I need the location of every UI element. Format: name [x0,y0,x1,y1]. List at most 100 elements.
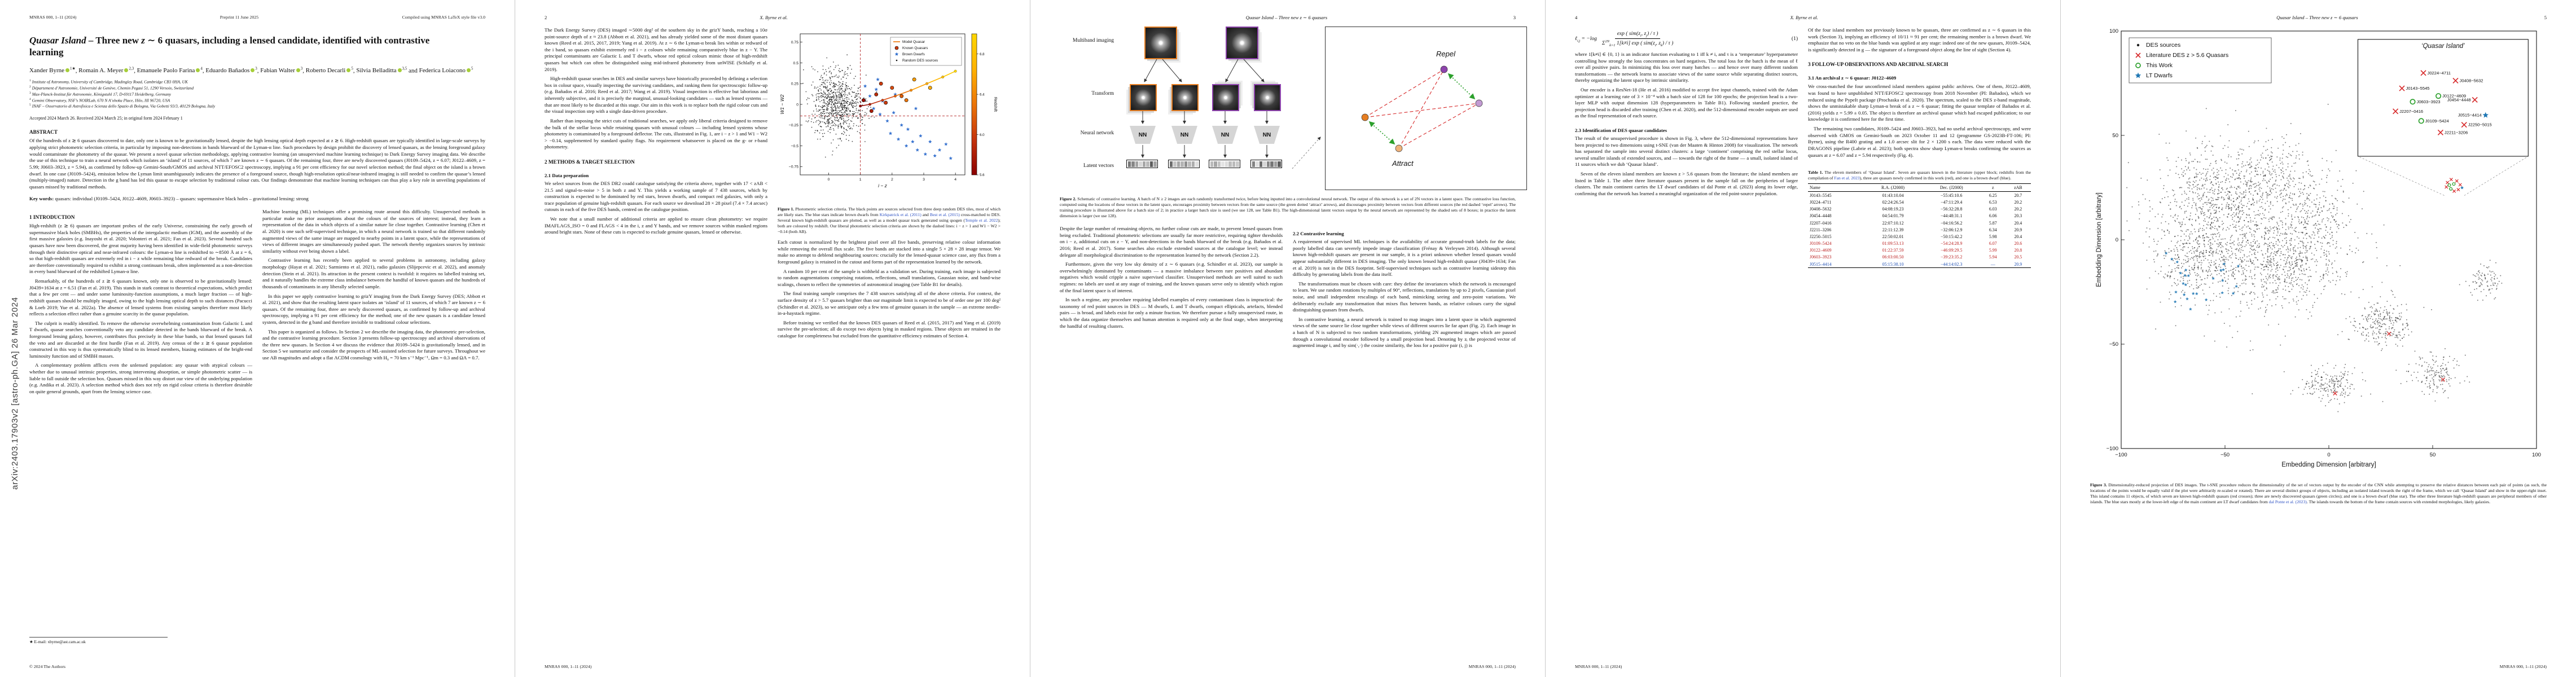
fig2-arrows [1141,59,1321,169]
orcid-icon[interactable] [65,68,70,73]
equation-number: (1) [1791,36,1798,42]
section-2-3-heading: 2.3 Identification of DES quasar candida… [1575,128,1667,134]
svg-text:Known Quasars: Known Quasars [902,46,928,50]
latent-component [1135,161,1138,167]
page-5: Quasar Island – Three new z ∼ 6 quasars … [2061,0,2576,677]
latent-component [1228,161,1232,167]
fig2-label-network: Neural network [1080,130,1114,136]
preprint-date: Preprint 11 June 2025 [220,15,259,20]
cutout-stack [1144,27,1177,59]
svg-text:Random DES sources: Random DES sources [902,59,938,63]
citation-link[interactable]: Kirkpatrick et al. (2011) [879,212,921,218]
running-title: Quasar Island – Three new z ∼ 6 quasars [2276,15,2358,20]
svg-text:0.5: 0.5 [793,61,799,65]
svg-text:−50: −50 [2109,341,2118,348]
svg-text:J2211−3206: J2211−3206 [2444,130,2467,135]
svg-text:This Work: This Work [2146,62,2173,69]
page-3: Quasar Island – Three new z ∼ 6 quasars … [1030,0,1546,677]
latent-vector [1168,160,1200,168]
orcid-icon[interactable] [124,68,129,73]
paragraph: Furthermore, given the very low sky dens… [1060,261,1283,293]
svg-text:i − z: i − z [878,183,888,188]
citation-link[interactable]: dal Ponte et al. (2023) [2268,499,2307,505]
orcid-icon[interactable] [196,68,200,73]
arxiv-stamp[interactable]: arXiv:2403.17903v2 [astro-ph.GA] 26 Mar … [10,297,20,490]
abstract-heading: ABSTRACT [29,129,58,135]
table-1-caption: Table 1. The eleven members of ‘Quasar I… [1808,170,2031,181]
section-3-1-heading: 3.1 An archival z ∼ 6 quasar: J0122–4609 [1808,75,1897,81]
paragraph: Remarkably, of the hundreds of z ≳ 6 qua… [29,278,252,317]
section-2-heading: 2 METHODS & TARGET SELECTION [545,159,635,165]
page-number: 5 [2544,15,2547,20]
citation-link[interactable]: Temple et al. 2022 [964,218,998,223]
paragraph: A random 10 per cent of the sample is wi… [778,268,1000,287]
paragraph: We select sources from the DES DR2 coadd… [545,180,767,213]
compiled-note: Compiled using MNRAS LaTeX style file v3… [402,15,485,20]
svg-text:4: 4 [954,178,956,182]
orcid-icon[interactable] [397,68,402,73]
paragraph: where 1[k≠i] ∈ {0, 1} is an indicator fu… [1575,51,1798,83]
svg-text:0: 0 [828,178,830,182]
fig2-label-transform: Transform [1091,91,1114,96]
svg-text:−0.5: −0.5 [791,144,799,148]
paragraph: We cross-matched the four unconfirmed is… [1808,83,2031,122]
paragraph: The remaining two candidates, J0109–5424… [1808,126,2031,158]
page1-header: MNRAS 000, 1–11 (2024) Preprint 11 June … [29,15,485,20]
paragraph: A requirement of supervised ML technique… [1293,239,1516,278]
orcid-icon[interactable] [251,68,255,73]
paragraph: The transformations must be chosen with … [1293,280,1516,313]
paragraph: Machine learning (ML) techniques offer a… [262,209,485,254]
page4-columns: ℓi,j = −log exp ( sim(zi, zj) / τ ) Σ2Nk… [1575,27,2031,643]
repel-label: Repel [1436,50,1456,58]
svg-text:−50: −50 [2220,452,2229,458]
orcid-icon[interactable] [296,68,300,73]
orcid-icon[interactable] [466,68,471,73]
latent-component [1259,161,1262,167]
email-footnote[interactable]: ★ E-mail: xbyrne@ast.cam.ac.uk [29,637,168,644]
svg-text:0.75: 0.75 [791,41,798,45]
svg-text:DES sources: DES sources [2146,42,2180,49]
orcid-icon[interactable] [346,68,351,73]
page3-col-left: Despite the large number of remaining ob… [1060,226,1283,625]
attract-repel-diagram: Attract Repel [1361,50,1483,168]
svg-text:‘Quasar Island’: ‘Quasar Island’ [2421,43,2465,50]
paragraph: We note that a small number of additiona… [545,216,767,235]
figure-1-caption: Figure 1. Photometric selection criteria… [778,206,1000,235]
svg-text:Literature DES z > 5.6 Quasars: Literature DES z > 5.6 Quasars [2146,52,2228,59]
svg-text:J2250−5015: J2250−5015 [2468,122,2491,128]
latent-component [1191,161,1195,167]
citation-link[interactable]: Fan et al. 2023 [1834,175,1860,181]
latent-component [1221,161,1225,167]
svg-text:Redshift: Redshift [993,97,998,112]
paragraph: Each cutout is normalized by the brighte… [778,239,1000,265]
citation-link[interactable]: Best et al. (2015) [929,212,960,218]
page4-col-left: ℓi,j = −log exp ( sim(zi, zj) / τ ) Σ2Nk… [1575,27,1798,643]
latent-component [1184,161,1187,167]
svg-text:50: 50 [2112,133,2118,139]
svg-text:J0143−5545: J0143−5545 [2406,86,2429,91]
island-table-head: Name R.A. (J2000) Dec. (J2000) z zAB [1808,183,2031,192]
paragraph: Before training we verified that the kno… [778,319,1000,338]
latent-component [1146,161,1149,167]
paragraph: In contrastive learning, a neural networ… [1293,316,1516,349]
paragraph: High-redshift (z ≳ 6) quasars are import… [29,223,252,275]
latent-component [1214,161,1217,167]
svg-text:W1 − W2: W1 − W2 [779,94,785,114]
svg-text:J0603−3923: J0603−3923 [2416,99,2440,104]
latent-component [1210,161,1213,167]
